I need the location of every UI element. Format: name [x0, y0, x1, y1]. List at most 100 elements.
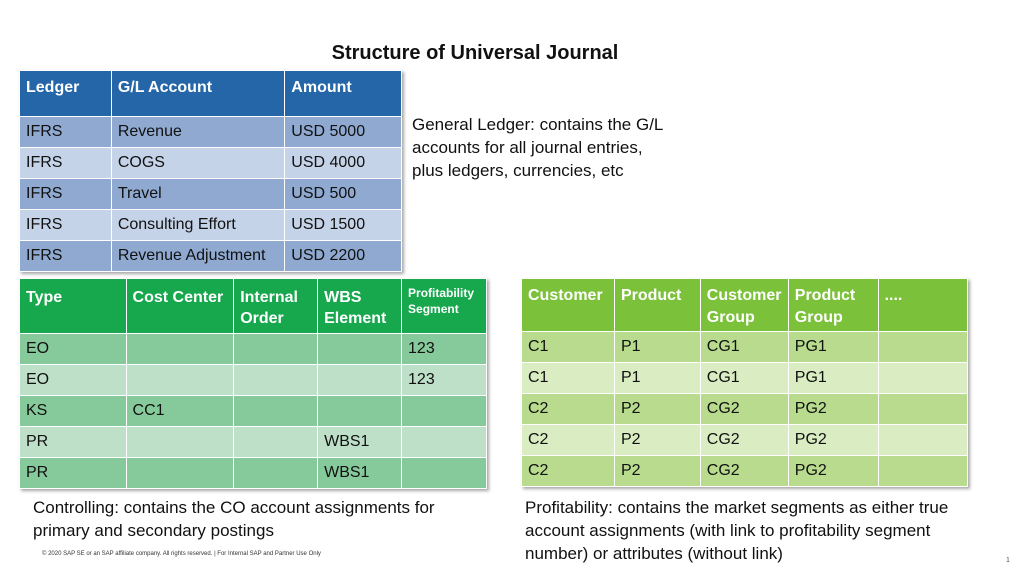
column-header: Internal Order: [233, 278, 319, 334]
table-cell: P2: [613, 393, 701, 425]
table-row: IFRS COGS USD 4000: [19, 147, 402, 179]
column-header: Product: [613, 278, 701, 332]
table-cell: Consulting Effort: [110, 209, 286, 241]
column-header: G/L Account: [110, 70, 286, 117]
table-cell: [877, 424, 969, 456]
table-cell: [125, 457, 235, 489]
table-cell: CG1: [699, 331, 789, 363]
table-row: C2 P2 CG2 PG2: [521, 393, 969, 425]
column-header: Profitability Segment: [401, 278, 487, 334]
column-header: Type: [19, 278, 127, 334]
table-cell: [125, 364, 235, 396]
table-row: C2 P2 CG2 PG2: [521, 455, 969, 487]
table-header-row: Customer Product Customer Group Product …: [521, 278, 969, 332]
table-cell: C2: [521, 393, 615, 425]
table-cell: IFRS: [19, 116, 112, 148]
slide-title: Structure of Universal Journal: [331, 42, 619, 64]
table-row: PR WBS1: [19, 426, 487, 458]
table-cell: COGS: [110, 147, 286, 179]
column-header: ....: [877, 278, 969, 332]
column-header: Product Group: [787, 278, 879, 332]
table-cell: [877, 393, 969, 425]
table-cell: PG2: [787, 424, 879, 456]
table-cell: [877, 362, 969, 394]
table-cell: USD 1500: [284, 209, 402, 241]
table-cell: IFRS: [19, 240, 112, 272]
table-cell: IFRS: [19, 178, 112, 210]
table-cell: Revenue: [110, 116, 286, 148]
table-cell: [877, 455, 969, 487]
column-header: Cost Center: [125, 278, 235, 334]
copyright-footer: © 2020 SAP SE or an SAP affiliate compan…: [42, 551, 321, 557]
table-cell: [317, 333, 403, 365]
table-cell: P1: [613, 362, 701, 394]
table-cell: [877, 331, 969, 363]
table-cell: C1: [521, 362, 615, 394]
table-cell: EO: [19, 333, 127, 365]
table-cell: P1: [613, 331, 701, 363]
profitability-description: Profitability: contains the market segme…: [525, 498, 949, 563]
table-cell: IFRS: [19, 147, 112, 179]
table-row: PR WBS1: [19, 457, 487, 489]
table-cell: USD 5000: [284, 116, 402, 148]
column-header: Customer Group: [699, 278, 789, 332]
table-cell: USD 4000: [284, 147, 402, 179]
column-header: WBS Element: [317, 278, 403, 334]
table-cell: KS: [19, 395, 127, 427]
table-cell: 123: [401, 333, 487, 365]
column-header: Amount: [284, 70, 402, 117]
table-cell: CG1: [699, 362, 789, 394]
table-row: IFRS Travel USD 500: [19, 178, 402, 210]
table-cell: [401, 395, 487, 427]
table-cell: USD 500: [284, 178, 402, 210]
table-cell: [125, 426, 235, 458]
table-cell: PR: [19, 426, 127, 458]
table-cell: CG2: [699, 455, 789, 487]
table-row: IFRS Consulting Effort USD 1500: [19, 209, 402, 241]
table-cell: CG2: [699, 424, 789, 456]
table-row: C1 P1 CG1 PG1: [521, 331, 969, 363]
table-cell: [401, 457, 487, 489]
table-cell: [125, 333, 235, 365]
table-cell: 123: [401, 364, 487, 396]
table-cell: [233, 457, 319, 489]
table-cell: PG2: [787, 455, 879, 487]
table-header-row: Ledger G/L Account Amount: [19, 70, 402, 117]
controlling-table: Type Cost Center Internal Order WBS Elem…: [19, 278, 487, 489]
table-cell: P2: [613, 424, 701, 456]
table-cell: [233, 364, 319, 396]
table-cell: PG2: [787, 393, 879, 425]
table-cell: C2: [521, 455, 615, 487]
table-cell: IFRS: [19, 209, 112, 241]
controlling-description: Controlling: contains the CO account ass…: [33, 498, 435, 540]
profitability-table: Customer Product Customer Group Product …: [521, 278, 969, 487]
table-cell: Revenue Adjustment: [110, 240, 286, 272]
table-cell: WBS1: [317, 426, 403, 458]
general-ledger-description: General Ledger: contains the G/L account…: [412, 115, 663, 180]
general-ledger-table: Ledger G/L Account Amount IFRS Revenue U…: [19, 70, 402, 272]
table-row: KS CC1: [19, 395, 487, 427]
table-cell: PG1: [787, 362, 879, 394]
table-cell: Travel: [110, 178, 286, 210]
table-row: EO 123: [19, 333, 487, 365]
table-cell: USD 2200: [284, 240, 402, 272]
table-row: C2 P2 CG2 PG2: [521, 424, 969, 456]
table-cell: [233, 333, 319, 365]
table-cell: PG1: [787, 331, 879, 363]
table-row: EO 123: [19, 364, 487, 396]
table-cell: [401, 426, 487, 458]
table-cell: [233, 395, 319, 427]
table-cell: [233, 426, 319, 458]
table-cell: C2: [521, 424, 615, 456]
table-cell: [317, 395, 403, 427]
table-cell: WBS1: [317, 457, 403, 489]
table-cell: CC1: [125, 395, 235, 427]
table-cell: [317, 364, 403, 396]
table-cell: C1: [521, 331, 615, 363]
table-row: IFRS Revenue Adjustment USD 2200: [19, 240, 402, 272]
column-header: Customer: [521, 278, 615, 332]
table-row: IFRS Revenue USD 5000: [19, 116, 402, 148]
table-cell: P2: [613, 455, 701, 487]
table-cell: CG2: [699, 393, 789, 425]
table-cell: EO: [19, 364, 127, 396]
